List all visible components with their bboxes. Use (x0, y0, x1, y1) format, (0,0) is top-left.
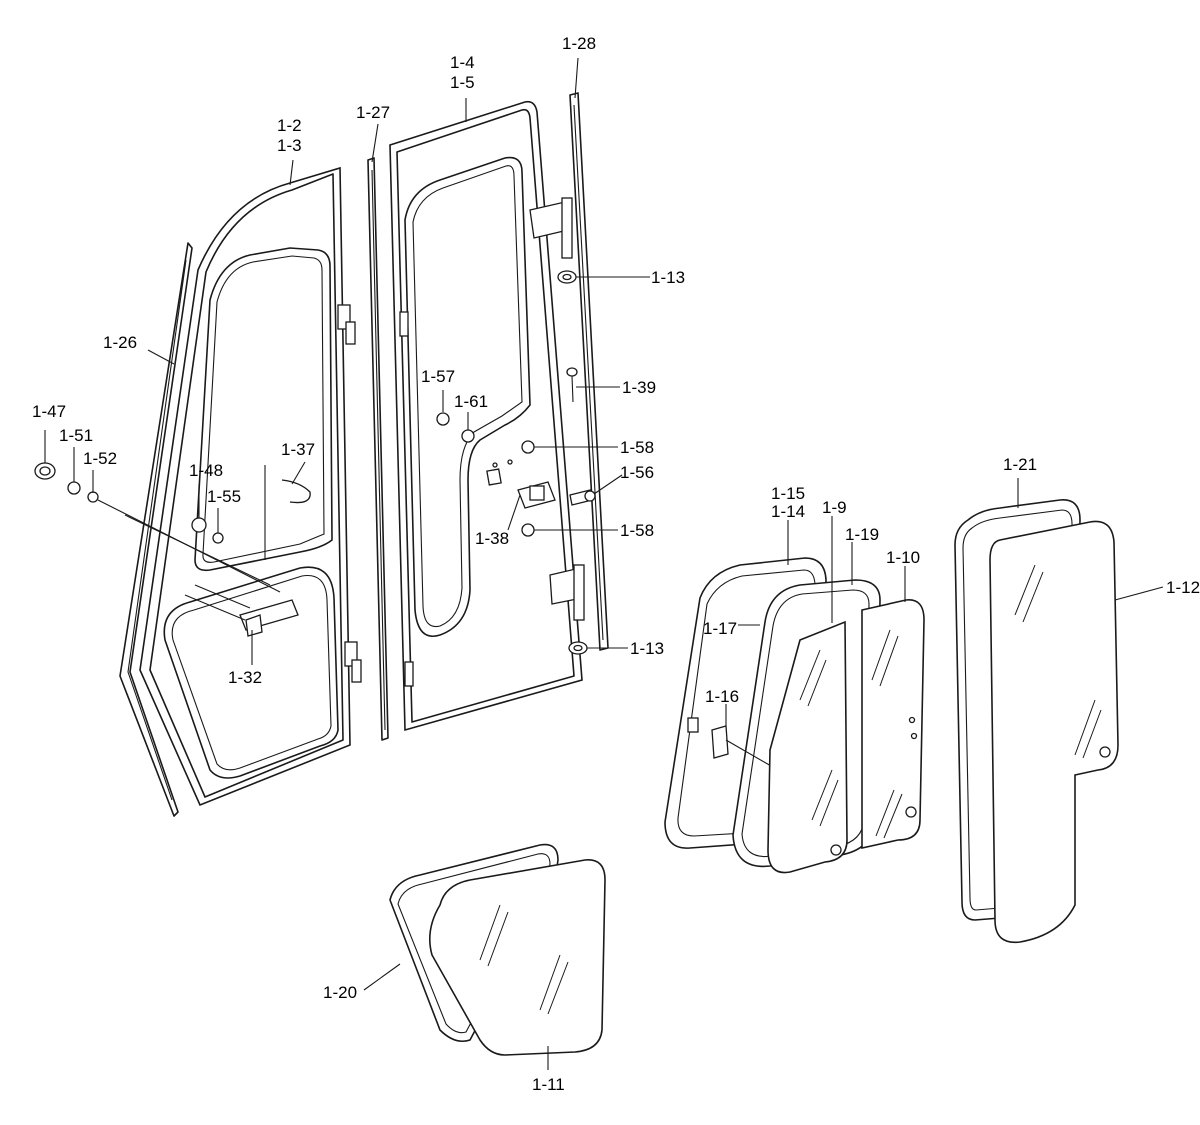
part-1-26-strip (119, 242, 193, 817)
part-1-4-center-door (389, 100, 585, 732)
hardware (34, 270, 596, 655)
part-1-9-glass (767, 620, 848, 874)
callout-1-58-upper: 1-58 (620, 438, 654, 457)
callout-1-21: 1-21 (1003, 455, 1037, 474)
callout-1-10: 1-10 (886, 548, 920, 567)
callout-1-13-lower: 1-13 (630, 639, 664, 658)
callout-1-15: 1-15 (771, 484, 805, 503)
part-1-12-glass (989, 520, 1119, 944)
callout-1-12: 1-12 (1166, 578, 1200, 597)
callout-1-47: 1-47 (32, 402, 66, 421)
callout-labels: 1-2 1-3 1-4 1-5 1-27 1-28 1-26 1-47 1-51… (32, 34, 1200, 1094)
callout-1-3: 1-3 (277, 136, 302, 155)
callout-1-26: 1-26 (103, 333, 137, 352)
callout-1-2: 1-2 (277, 116, 302, 135)
callout-1-13-upper: 1-13 (651, 268, 685, 287)
callout-1-57: 1-57 (421, 367, 455, 386)
callout-1-5: 1-5 (450, 73, 475, 92)
part-1-10-glass (861, 599, 925, 849)
callout-1-20: 1-20 (323, 983, 357, 1002)
callout-1-51: 1-51 (59, 426, 93, 445)
callout-1-27: 1-27 (356, 103, 390, 122)
part-1-11-glass (429, 859, 606, 1056)
callout-1-11: 1-11 (532, 1075, 565, 1094)
callout-1-28: 1-28 (562, 34, 596, 53)
callout-1-38: 1-38 (475, 529, 509, 548)
callout-1-37: 1-37 (281, 440, 315, 459)
callout-1-56: 1-56 (620, 463, 654, 482)
callout-1-17: 1-17 (703, 619, 737, 638)
callout-1-39: 1-39 (622, 378, 656, 397)
callout-1-14: 1-14 (771, 502, 805, 521)
callout-1-61: 1-61 (454, 392, 488, 411)
part-1-2-left-door (139, 166, 362, 807)
callout-1-16: 1-16 (705, 687, 739, 706)
callout-1-32: 1-32 (228, 668, 262, 687)
callout-1-52: 1-52 (83, 449, 117, 468)
callout-1-4: 1-4 (450, 53, 475, 72)
callout-1-48: 1-48 (189, 461, 223, 480)
leader-lines (44, 57, 1164, 1070)
part-1-27-strip (367, 157, 389, 741)
callout-1-55: 1-55 (207, 487, 241, 506)
callout-1-19: 1-19 (845, 525, 879, 544)
callout-1-58-lower: 1-58 (620, 521, 654, 540)
callout-1-9: 1-9 (822, 498, 847, 517)
